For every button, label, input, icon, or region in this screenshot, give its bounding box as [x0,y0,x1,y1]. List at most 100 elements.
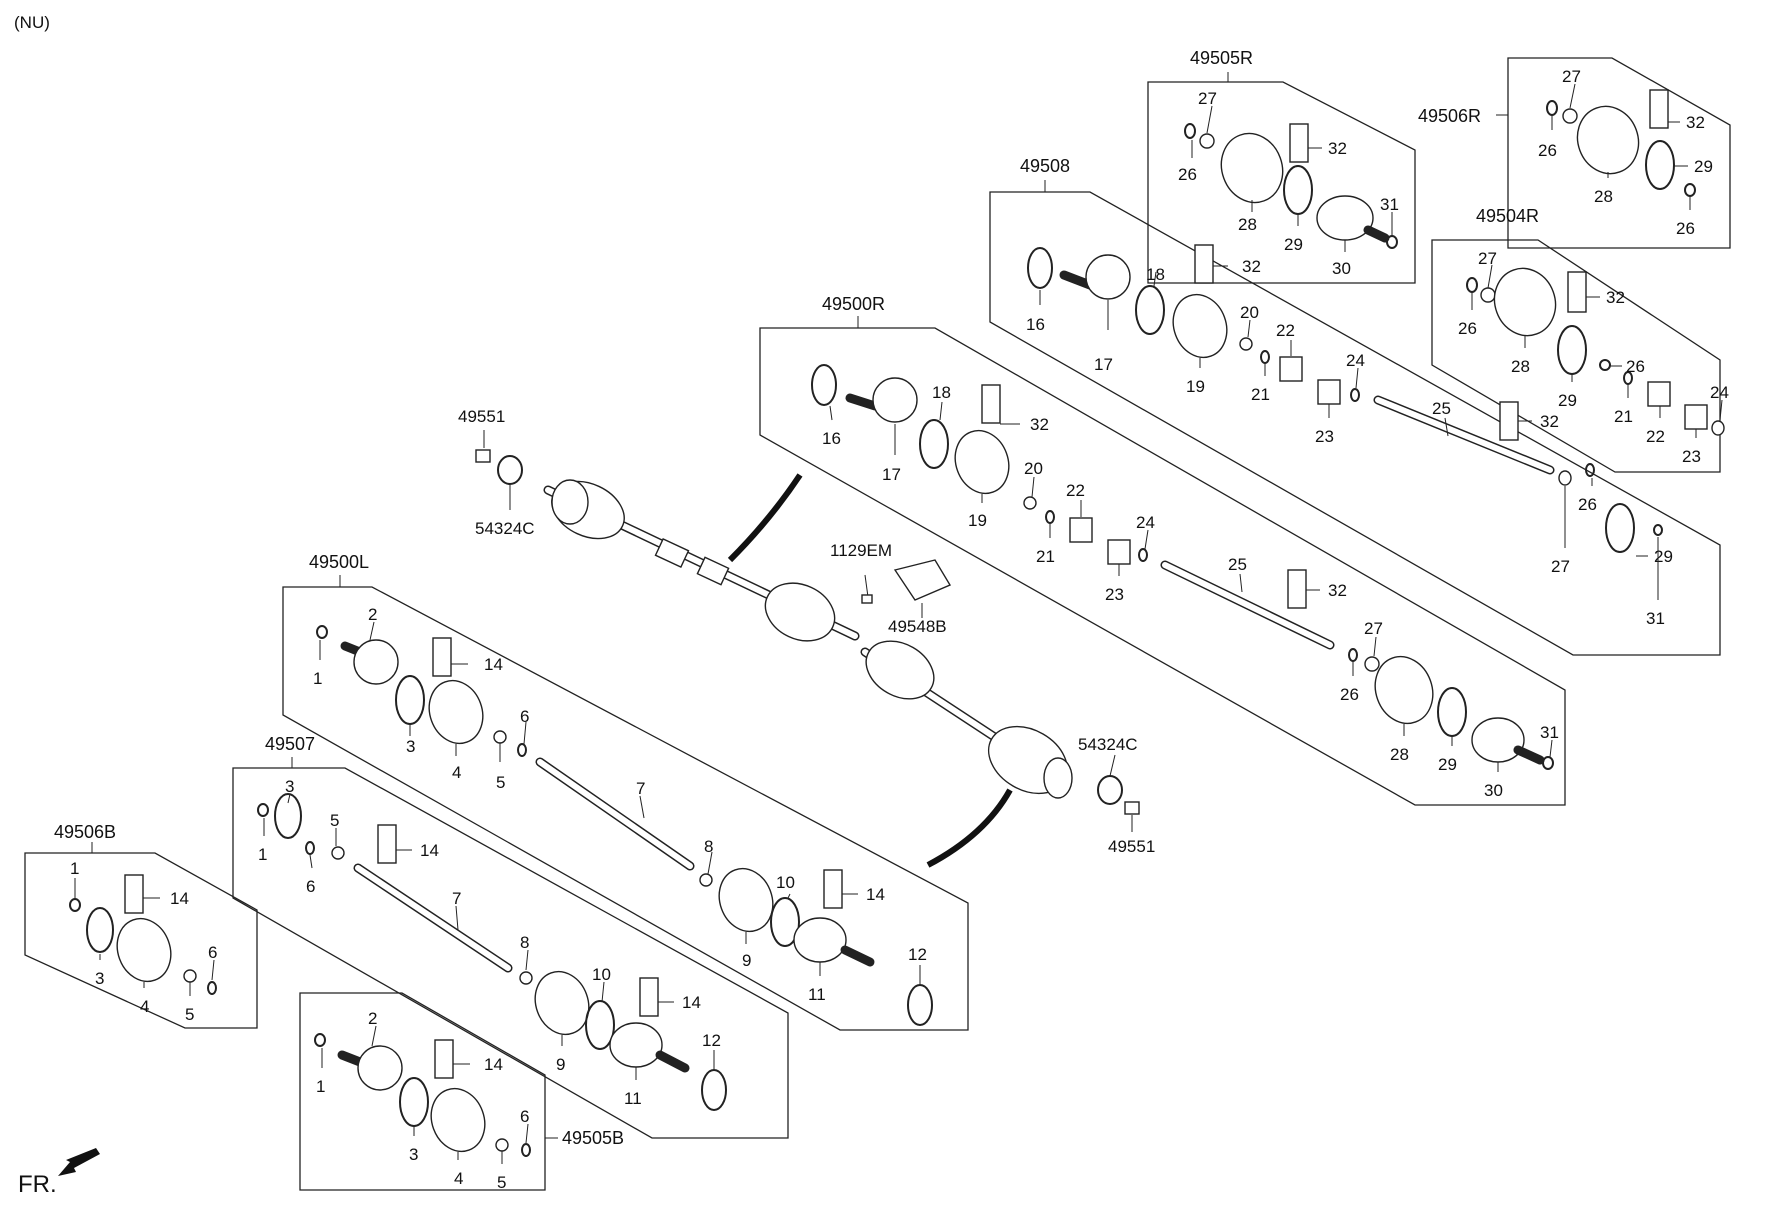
label-7: 7 [452,889,461,908]
label-9: 9 [742,951,751,970]
label-4: 4 [140,997,149,1016]
label-24: 24 [1710,383,1729,402]
label-29: 29 [1438,755,1457,774]
assembly-49506R-code: 49506R [1418,106,1481,126]
assembly-49505B[interactable]: 49505B [299,992,624,1191]
assembly-49500R[interactable]: 49500R [759,294,1566,806]
label-11: 11 [808,985,826,1004]
assembly-49507-code: 49507 [265,734,315,754]
label-22: 22 [1646,427,1665,446]
label-5: 5 [497,1173,506,1192]
label-12: 12 [908,945,927,964]
loose-part-49551-bottom[interactable]: 49551 [1108,801,1155,856]
label-3: 3 [409,1145,418,1164]
parts-49500R [811,364,1554,770]
label-1: 1 [258,845,267,864]
label-16: 16 [822,429,841,448]
label-54324C-bottom: 54324C [1078,735,1138,754]
label-5: 5 [496,773,505,792]
loose-part-49548B[interactable]: 49548B [888,559,952,636]
label-25: 25 [1432,399,1451,418]
label-5: 5 [185,1005,194,1024]
label-26: 26 [1538,141,1557,160]
labels-49500L: 1 2 14 3 4 5 6 7 8 9 10 14 11 12 [313,605,927,1004]
label-26: 26 [1178,165,1197,184]
main-drive-shaft [543,473,1073,868]
label-2: 2 [368,1009,377,1028]
label-32: 32 [1606,288,1625,307]
assembly-49506B[interactable]: 49506B [24,822,258,1029]
label-23: 23 [1315,427,1334,446]
label-54324C-top: 54324C [475,519,535,538]
label-20: 20 [1240,303,1259,322]
label-2: 2 [368,605,377,624]
label-18: 18 [932,383,951,402]
label-1129EM: 1129EM [830,541,892,560]
label-21: 21 [1036,547,1055,566]
assembly-49506R[interactable]: 49506R [1418,57,1731,249]
labels-49508: 16 17 18 32 19 20 21 22 23 24 25 32 27 2… [1026,257,1673,628]
label-27: 27 [1198,89,1217,108]
front-label: FR. [18,1171,57,1198]
label-19: 19 [1186,377,1205,396]
loose-part-54324C-top[interactable]: 54324C [475,455,535,538]
label-27: 27 [1562,67,1581,86]
label-26: 26 [1676,219,1695,238]
parts-49500L [316,625,933,1026]
label-4: 4 [452,763,461,782]
label-10: 10 [776,873,795,892]
label-14: 14 [866,885,885,904]
label-30: 30 [1484,781,1503,800]
labels-49505R: 27 26 32 28 29 30 31 [1178,89,1399,278]
assembly-49505R-code: 49505R [1190,48,1253,68]
label-3: 3 [95,969,104,988]
assembly-49507[interactable]: 49507 [232,734,789,1139]
labels-49506B: 1 3 14 4 5 6 [70,859,217,1024]
label-29: 29 [1654,547,1673,566]
label-9: 9 [556,1055,565,1074]
assembly-49508-code: 49508 [1020,156,1070,176]
label-7: 7 [636,779,645,798]
label-3: 3 [406,737,415,756]
label-32: 32 [1540,412,1559,431]
label-21: 21 [1251,385,1270,404]
label-31: 31 [1646,609,1665,628]
assembly-49508[interactable]: 49508 [989,156,1721,656]
assembly-49500L-code: 49500L [309,552,369,572]
front-indicator: FR. [18,1148,100,1198]
label-32: 32 [1328,581,1347,600]
loose-part-1129EM[interactable]: 1129EM [830,541,892,604]
parts-49508 [1027,244,1663,553]
assembly-49505R[interactable]: 49505R [1147,48,1416,284]
label-5: 5 [330,811,339,830]
label-23: 23 [1682,447,1701,466]
assembly-49504R[interactable]: 49504R [1431,206,1721,473]
label-1: 1 [313,669,322,688]
label-27: 27 [1551,557,1570,576]
label-6: 6 [520,707,529,726]
assembly-49505B-code: 49505B [562,1128,624,1148]
label-28: 28 [1390,745,1409,764]
loose-part-54324C-bottom[interactable]: 54324C [1078,735,1138,805]
assembly-49500R-code: 49500R [822,294,885,314]
label-29: 29 [1284,235,1303,254]
label-28: 28 [1594,187,1613,206]
label-26: 26 [1578,495,1597,514]
labels-49500R: 16 17 18 32 19 20 21 22 23 24 25 32 26 2… [822,383,1559,800]
label-22: 22 [1276,321,1295,340]
label-29: 29 [1558,391,1577,410]
parts-49505B [314,1033,531,1157]
label-3: 3 [285,777,294,796]
label-49551-top: 49551 [458,407,505,426]
label-20: 20 [1024,459,1043,478]
label-49548B: 49548B [888,617,947,636]
parts-49505R [1184,123,1398,249]
label-28: 28 [1238,215,1257,234]
label-24: 24 [1136,513,1155,532]
label-1: 1 [316,1077,325,1096]
front-arrow-icon [58,1148,100,1176]
loose-part-49551-top[interactable]: 49551 [458,407,505,463]
label-8: 8 [520,933,529,952]
assembly-49500L[interactable]: 49500L [282,552,969,1031]
